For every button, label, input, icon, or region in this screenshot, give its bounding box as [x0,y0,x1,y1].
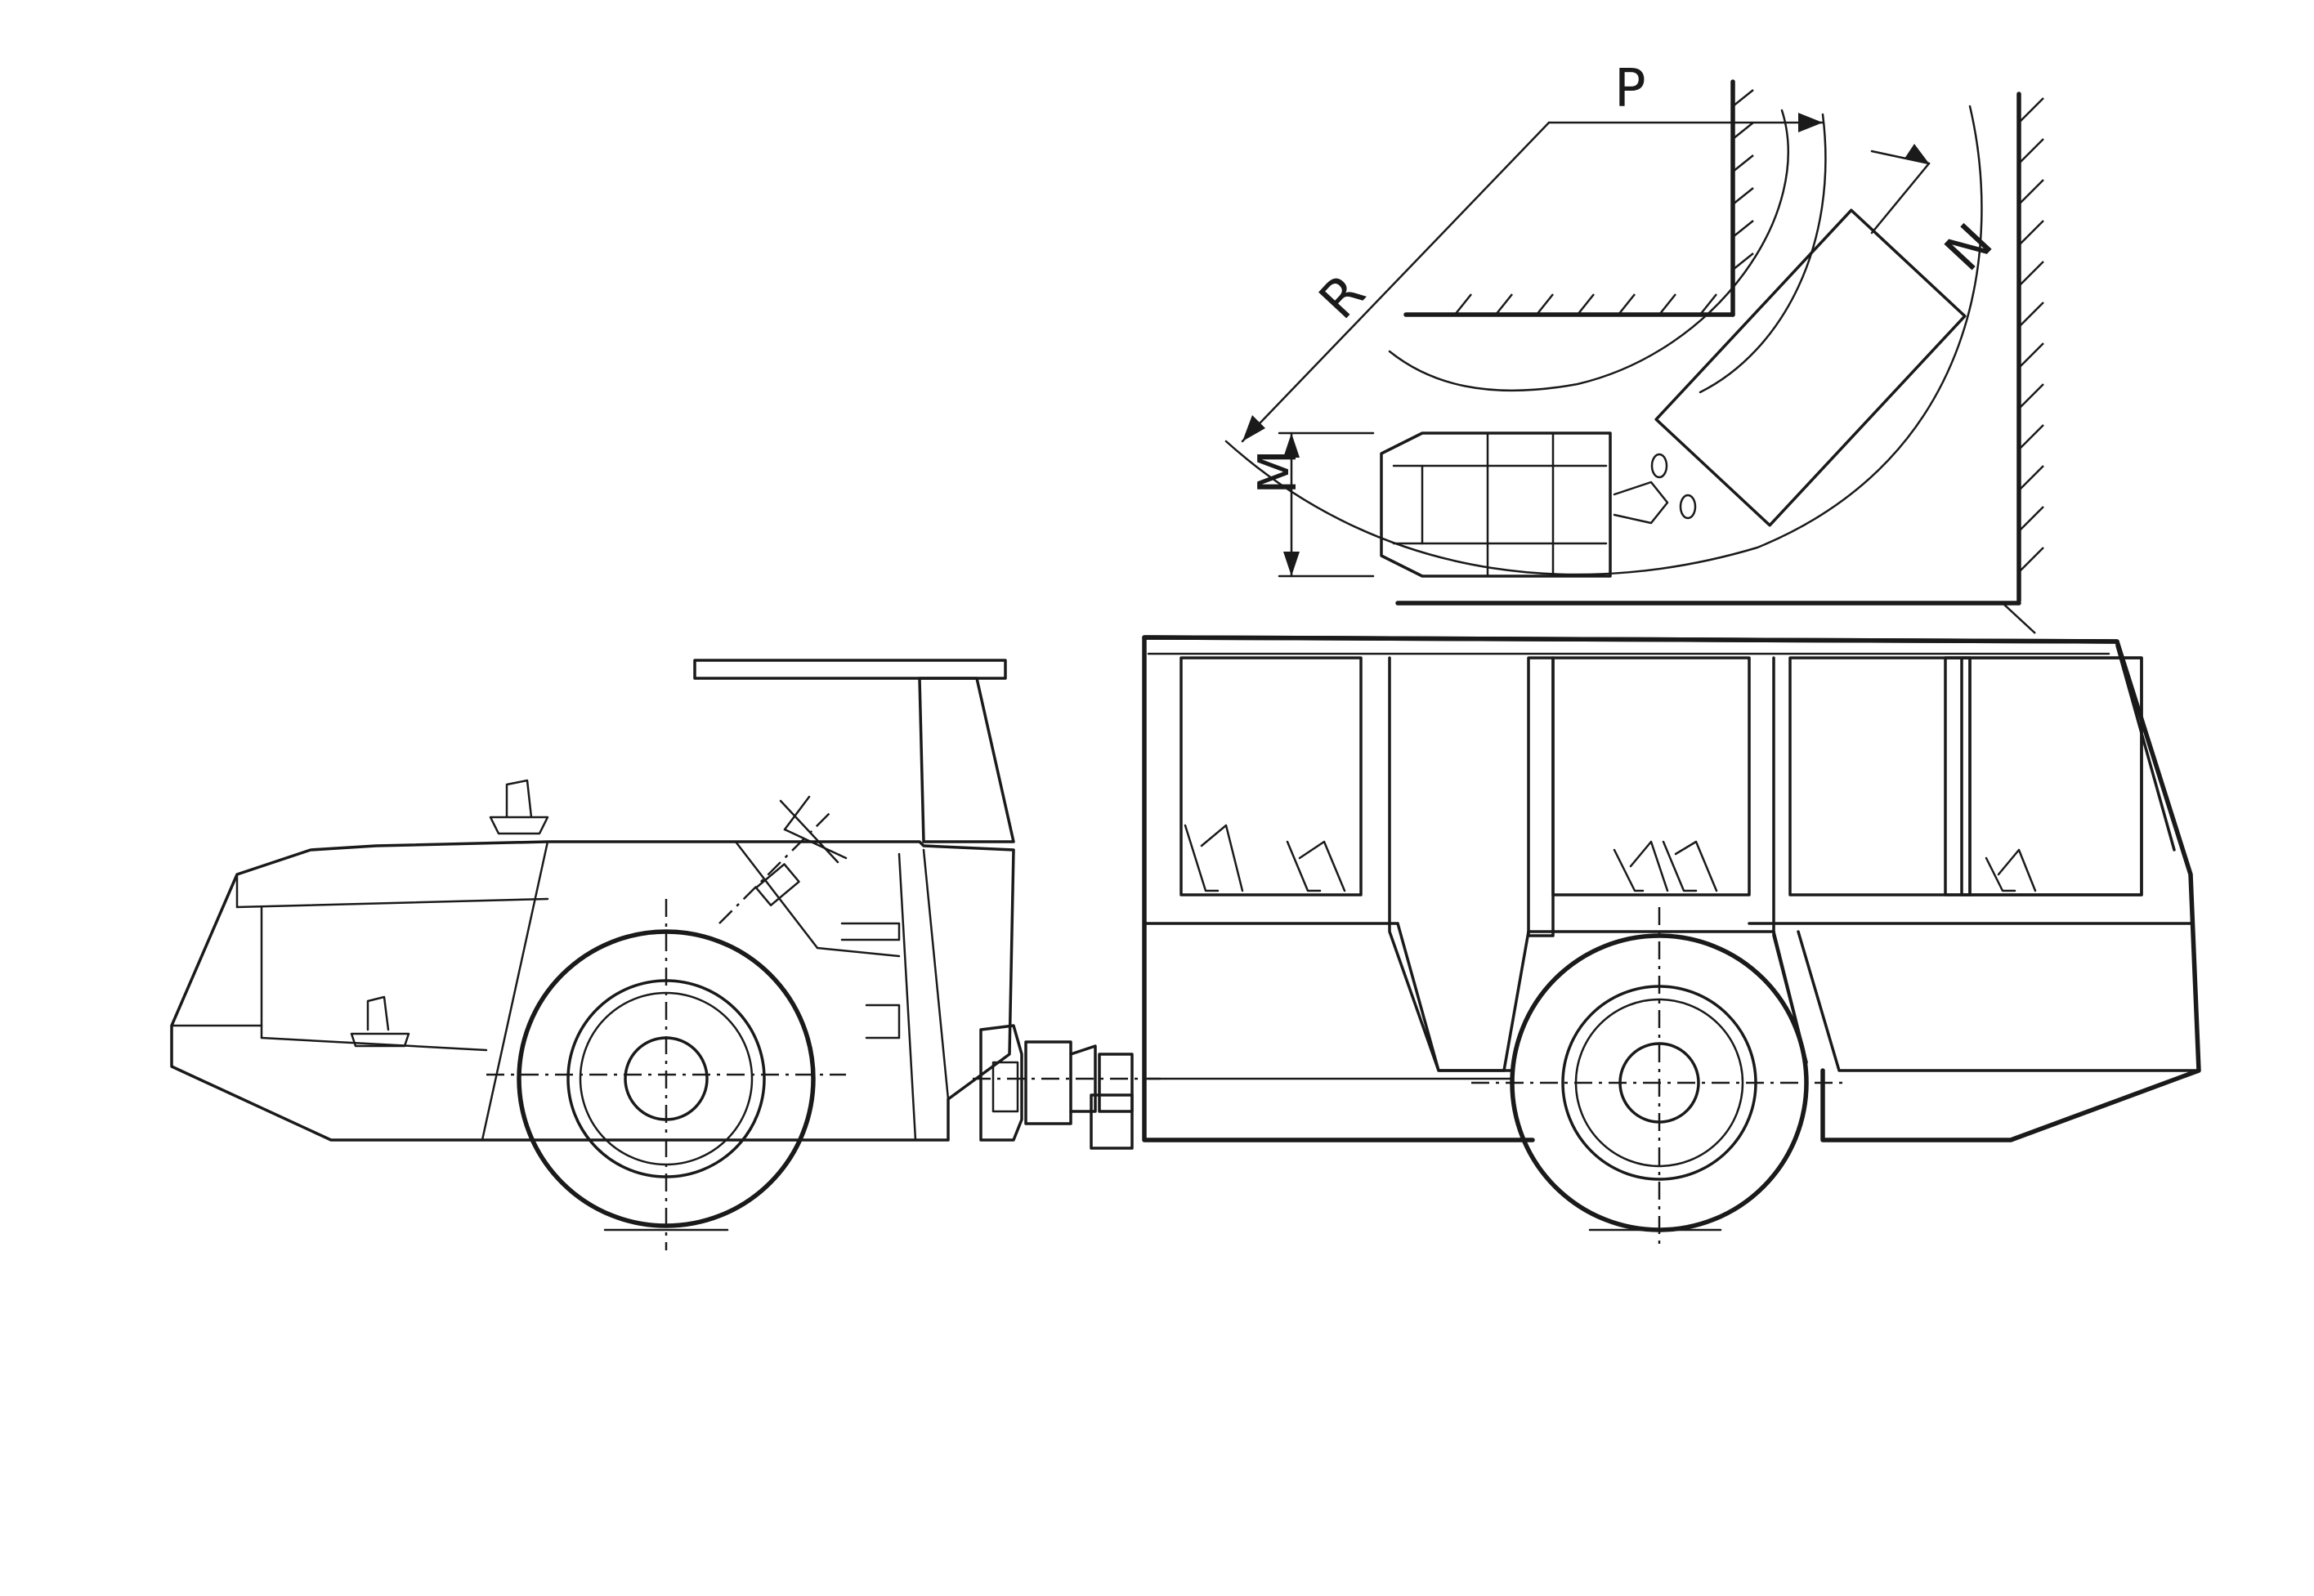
coupling-side-view [973,1024,1161,1150]
trailer-seats [1184,824,2037,892]
n-dimension-line [1870,162,1931,235]
label-r: R [1308,263,1376,331]
inner-turning-arc [1388,109,1789,392]
trailer-wheel [1471,907,1847,1250]
tractor-side-view [170,659,1015,1142]
coupling-top-view [1613,453,1697,525]
r-dimension-line [1241,121,1551,443]
turning-radius-diagram: P R N M [1224,59,2044,634]
inner-wall-corner [1403,79,1754,317]
label-m: M [1248,449,1309,494]
inner-wall-hatching [1454,89,1754,315]
steering-wheel [718,795,848,924]
label-p: P [1614,59,1646,119]
dimension-arc-p [1699,113,1827,394]
tractor-body [170,840,1015,1142]
p-arrowhead [1798,113,1823,132]
tractor-wheel [486,899,846,1250]
r-arrowhead [1242,415,1265,441]
trailer-side-view [1142,635,2201,1142]
n-arrowhead [1904,144,1929,163]
tractor-top-view [1380,431,1612,578]
outer-wall-hatching [2002,97,2044,634]
tractor-canopy [693,659,1015,843]
trailer-top-view [1654,208,1967,527]
outer-wall-corner [1395,92,2044,634]
label-n: N [1934,213,2005,283]
trailer-body [1142,635,2201,1142]
side-mount [350,995,410,1048]
hood-beacon [489,779,549,835]
